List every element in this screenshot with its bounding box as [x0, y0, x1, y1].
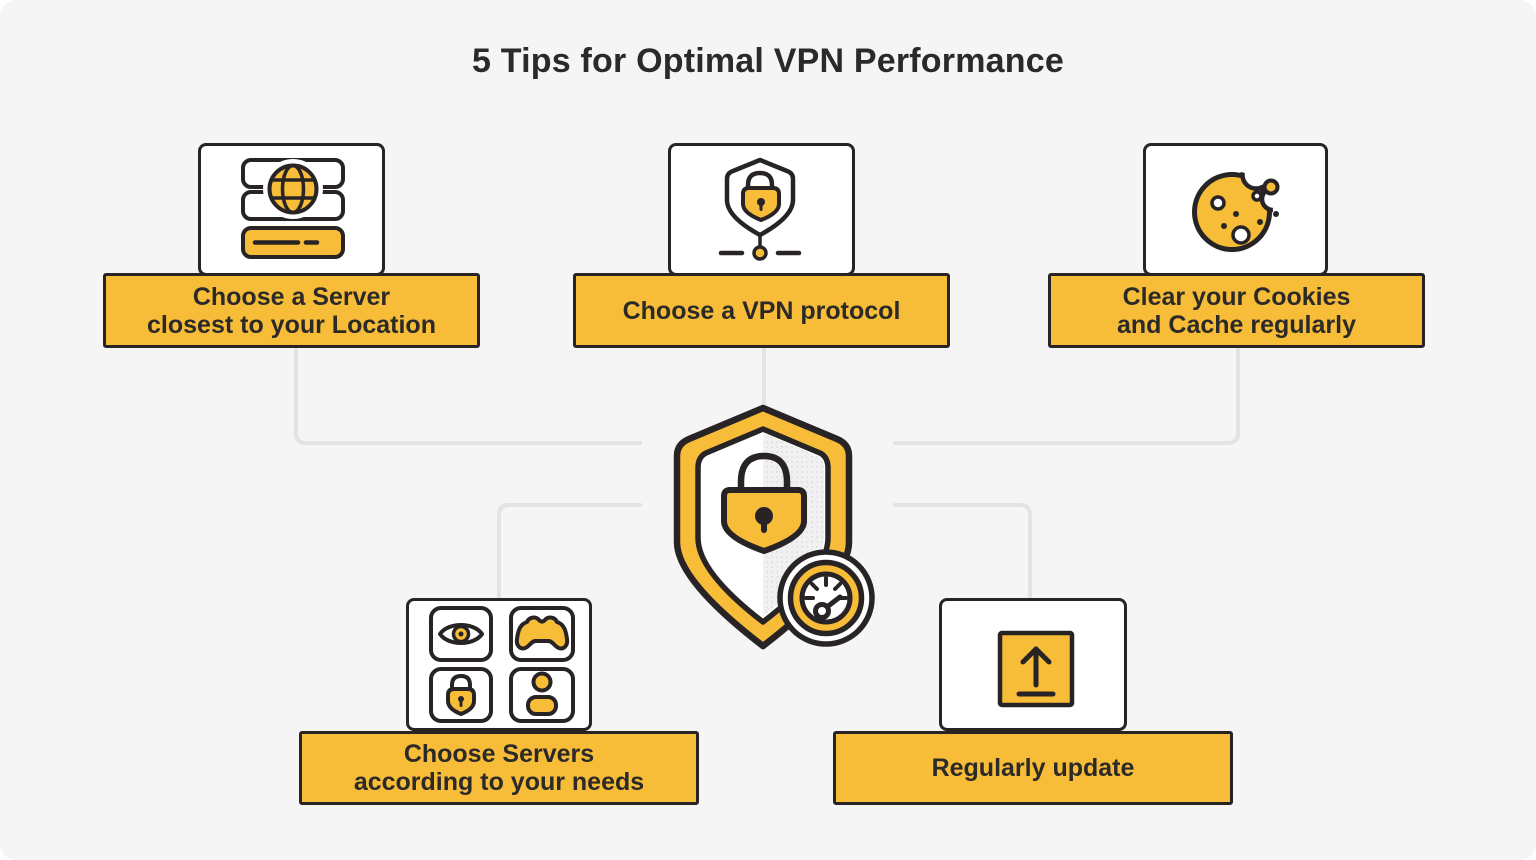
tip-label-line: Clear your Cookies	[1122, 282, 1351, 311]
server-globe-icon	[241, 158, 345, 259]
speedometer-badge	[777, 549, 875, 647]
connector-bottom-right	[893, 503, 1032, 599]
person-icon	[526, 671, 558, 716]
shield-lock-speedometer-icon	[673, 404, 875, 650]
tip-label-line: closest to your Location	[147, 310, 436, 339]
connector-top-right	[893, 347, 1240, 445]
tip-label-line: Choose a Server	[192, 282, 391, 311]
tip-label-line: Regularly update	[931, 754, 1135, 782]
tip-label-cookies-cache: Clear your Cookies and Cache regularly	[1048, 273, 1425, 348]
cookie-icon	[1192, 171, 1280, 252]
tip-label-line: according to your needs	[353, 768, 645, 796]
tip-label-regularly-update: Regularly update	[833, 731, 1233, 805]
shield-lock-connection-icon	[718, 157, 802, 261]
connector-top-left	[294, 347, 642, 445]
page-title: 5 Tips for Optimal VPN Performance	[472, 42, 1064, 80]
tip-label-line: Choose a VPN protocol	[622, 296, 901, 325]
tip-label-server-location: Choose a Server closest to your Location	[103, 273, 480, 348]
lock-icon	[446, 673, 476, 716]
usage-types-grid-icon	[429, 606, 575, 723]
connector-bottom-left	[497, 503, 642, 599]
tip-label-line: and Cache regularly	[1117, 310, 1356, 339]
tip-label-line: Choose Servers	[403, 740, 595, 768]
gamepad-icon	[514, 615, 570, 651]
tip-label-vpn-protocol: Choose a VPN protocol	[573, 273, 950, 348]
eye-icon	[438, 623, 484, 645]
tip-label-servers-needs: Choose Servers according to your needs	[299, 731, 699, 805]
update-upload-icon	[997, 630, 1075, 708]
